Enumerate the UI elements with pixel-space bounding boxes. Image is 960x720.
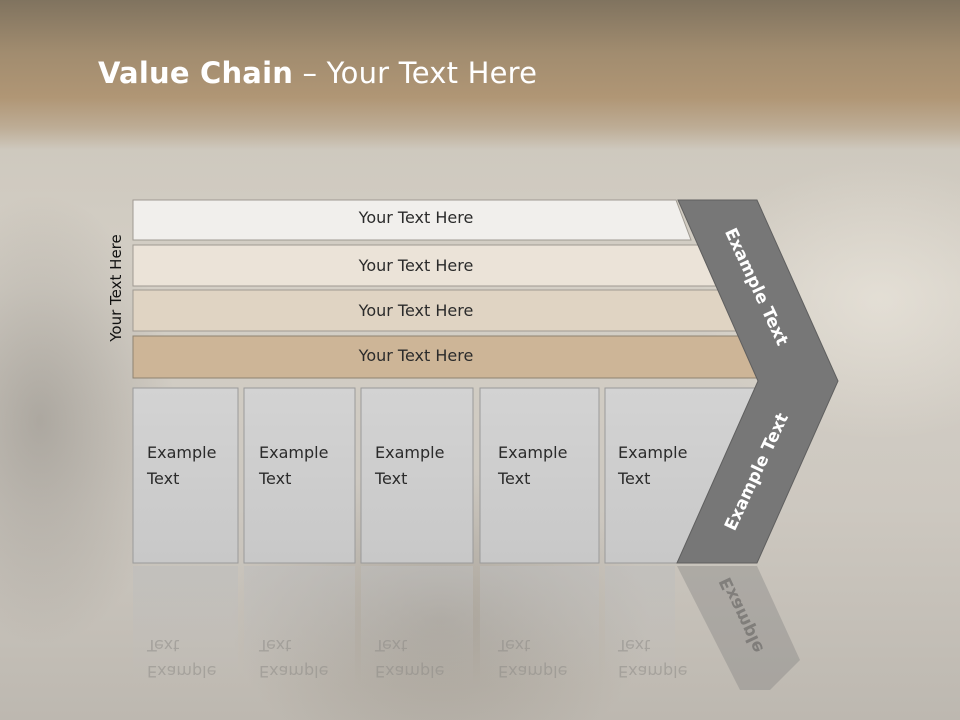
column-text-2: Example Text	[259, 440, 359, 492]
column-text-2-line2: Text	[259, 469, 292, 488]
chevron-reflection	[677, 566, 800, 690]
reflection-4-line1: Example	[498, 662, 568, 681]
title-rest: – Your Text Here	[293, 56, 538, 90]
column-reflection-text-3: Example Text	[375, 632, 475, 684]
column-box-4	[479, 387, 600, 564]
column-text-2-line1: Example	[259, 443, 329, 462]
column-text-5-line2: Text	[618, 469, 651, 488]
row-band-1	[132, 199, 692, 241]
slide-title: Value Chain – Your Text Here	[98, 56, 537, 90]
reflection-2-line1: Example	[259, 662, 329, 681]
column-box-3	[360, 387, 474, 564]
column-text-3-line2: Text	[375, 469, 408, 488]
column-reflection-text-4: Example Text	[498, 632, 598, 684]
reflection-1-line1: Example	[147, 662, 217, 681]
column-text-5: Example Text	[618, 440, 718, 492]
column-text-4-line2: Text	[498, 469, 531, 488]
reflection-3-line1: Example	[375, 662, 445, 681]
column-text-3: Example Text	[375, 440, 475, 492]
row-label-2: Your Text Here	[358, 256, 474, 275]
column-box-2	[243, 387, 356, 564]
column-text-4: Example Text	[498, 440, 598, 492]
column-reflection-1	[133, 566, 238, 686]
reflection-2-line2: Text	[259, 636, 292, 655]
column-text-1-line2: Text	[147, 469, 180, 488]
column-text-5-line1: Example	[618, 443, 688, 462]
column-reflection-5	[605, 566, 675, 686]
column-reflection-text-2: Example Text	[259, 632, 359, 684]
column-text-3-line1: Example	[375, 443, 445, 462]
title-bold: Value Chain	[98, 56, 294, 90]
column-reflection-4	[480, 566, 599, 686]
column-reflection-2	[244, 566, 355, 686]
reflection-5-line2: Text	[618, 636, 651, 655]
column-reflection-text-5: Example Text	[618, 632, 718, 684]
reflection-1-line2: Text	[147, 636, 180, 655]
row-label-3: Your Text Here	[358, 301, 474, 320]
column-text-1: Example Text	[147, 440, 247, 492]
reflection-4-line2: Text	[498, 636, 531, 655]
row-label-1: Your Text Here	[358, 208, 474, 227]
column-box-1	[132, 387, 239, 564]
column-reflection-3	[361, 566, 473, 686]
column-reflection-text-1: Example Text	[147, 632, 247, 684]
title-band	[0, 0, 960, 150]
column-text-4-line1: Example	[498, 443, 568, 462]
chevron-arrow	[676, 199, 839, 564]
column-text-1-line1: Example	[147, 443, 217, 462]
row-label-4: Your Text Here	[358, 346, 474, 365]
reflection-3-line2: Text	[375, 636, 408, 655]
reflection-5-line1: Example	[618, 662, 688, 681]
